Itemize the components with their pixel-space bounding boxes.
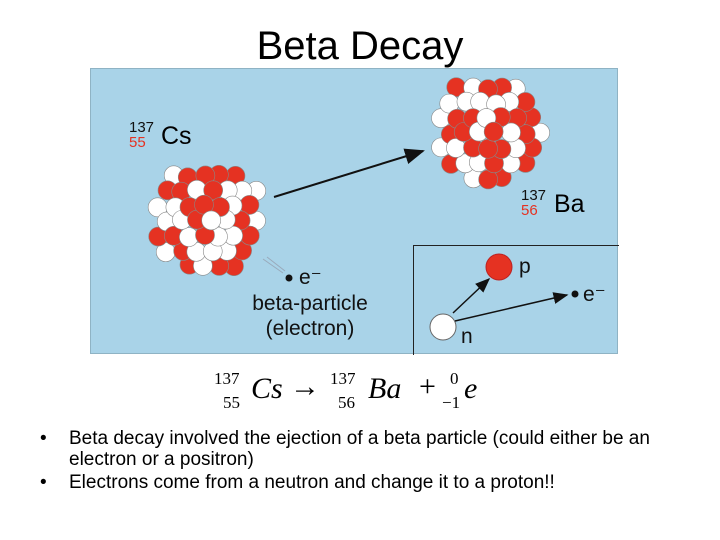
nucleon bbox=[203, 180, 223, 201]
barium-nucleus bbox=[431, 77, 550, 190]
neutron-to-proton-arrow bbox=[452, 277, 491, 314]
eq-e-z: −1 bbox=[442, 393, 461, 412]
bullet-text: Electrons come from a neutron and change… bbox=[69, 472, 555, 493]
beta-particle-dot bbox=[285, 274, 293, 282]
decay-equation: 137 55 Cs → 137 56 Ba + 0 −1 e bbox=[214, 364, 514, 414]
eq-cs-mass: 137 bbox=[214, 369, 240, 388]
beta-caption-line2: (electron) bbox=[265, 317, 355, 340]
nucleon bbox=[201, 210, 221, 231]
parent-mass-number: 137 bbox=[129, 119, 155, 136]
daughter-isotope-numbers: 137 56 bbox=[521, 188, 546, 218]
daughter-symbol: Ba bbox=[554, 190, 585, 218]
bullet-marker: • bbox=[40, 428, 47, 449]
neutron-label: n bbox=[461, 325, 473, 348]
nucleon bbox=[483, 121, 504, 142]
beta-decay-diagram: 137 55 Cs 137 56 Ba e⁻ beta-particle (el… bbox=[90, 68, 619, 355]
inset-electron-dot bbox=[571, 290, 579, 298]
cesium-nucleus bbox=[147, 164, 267, 276]
bullet-item: • Beta decay involved the ejection of a … bbox=[36, 428, 716, 470]
bullet-item: • Electrons come from a neutron and chan… bbox=[36, 472, 716, 493]
parent-symbol: Cs bbox=[161, 122, 192, 150]
eq-plus: + bbox=[419, 370, 436, 403]
bullet-list: • Beta decay involved the ejection of a … bbox=[36, 428, 716, 495]
neutron-decay-inset bbox=[413, 245, 619, 355]
eq-ba-symbol: Ba bbox=[368, 372, 402, 405]
eq-ba-mass: 137 bbox=[330, 369, 356, 388]
eq-cs-symbol: Cs bbox=[251, 372, 283, 405]
decay-arrow bbox=[273, 148, 425, 198]
daughter-mass-number: 137 bbox=[521, 187, 547, 204]
bullet-marker: • bbox=[40, 472, 47, 493]
neutron-particle bbox=[429, 313, 457, 341]
eq-cs-z: 55 bbox=[223, 393, 240, 412]
proton-label: p bbox=[519, 255, 531, 278]
diagram-canvas bbox=[147, 77, 579, 341]
eq-ba-z: 56 bbox=[338, 393, 355, 412]
parent-isotope-numbers: 137 55 bbox=[129, 120, 154, 150]
emission-trail bbox=[262, 258, 284, 274]
beta-caption-line1: beta-particle bbox=[252, 292, 368, 315]
beta-particle-caption: beta-particle (electron) bbox=[235, 291, 385, 341]
proton-particle bbox=[485, 253, 513, 281]
inset-electron-label: e⁻ bbox=[583, 283, 606, 306]
bullet-text: Beta decay involved the ejection of a be… bbox=[69, 428, 650, 470]
beta-electron-label: e⁻ bbox=[299, 266, 322, 289]
eq-e-symbol: e bbox=[464, 372, 478, 405]
slide-title: Beta Decay bbox=[256, 24, 464, 68]
neutron-to-electron-arrow bbox=[454, 292, 569, 322]
eq-e-mass: 0 bbox=[450, 369, 459, 388]
daughter-atomic-number: 56 bbox=[521, 202, 538, 219]
eq-arrow: → bbox=[290, 370, 320, 403]
parent-atomic-number: 55 bbox=[129, 134, 146, 151]
nucleon bbox=[478, 138, 498, 159]
